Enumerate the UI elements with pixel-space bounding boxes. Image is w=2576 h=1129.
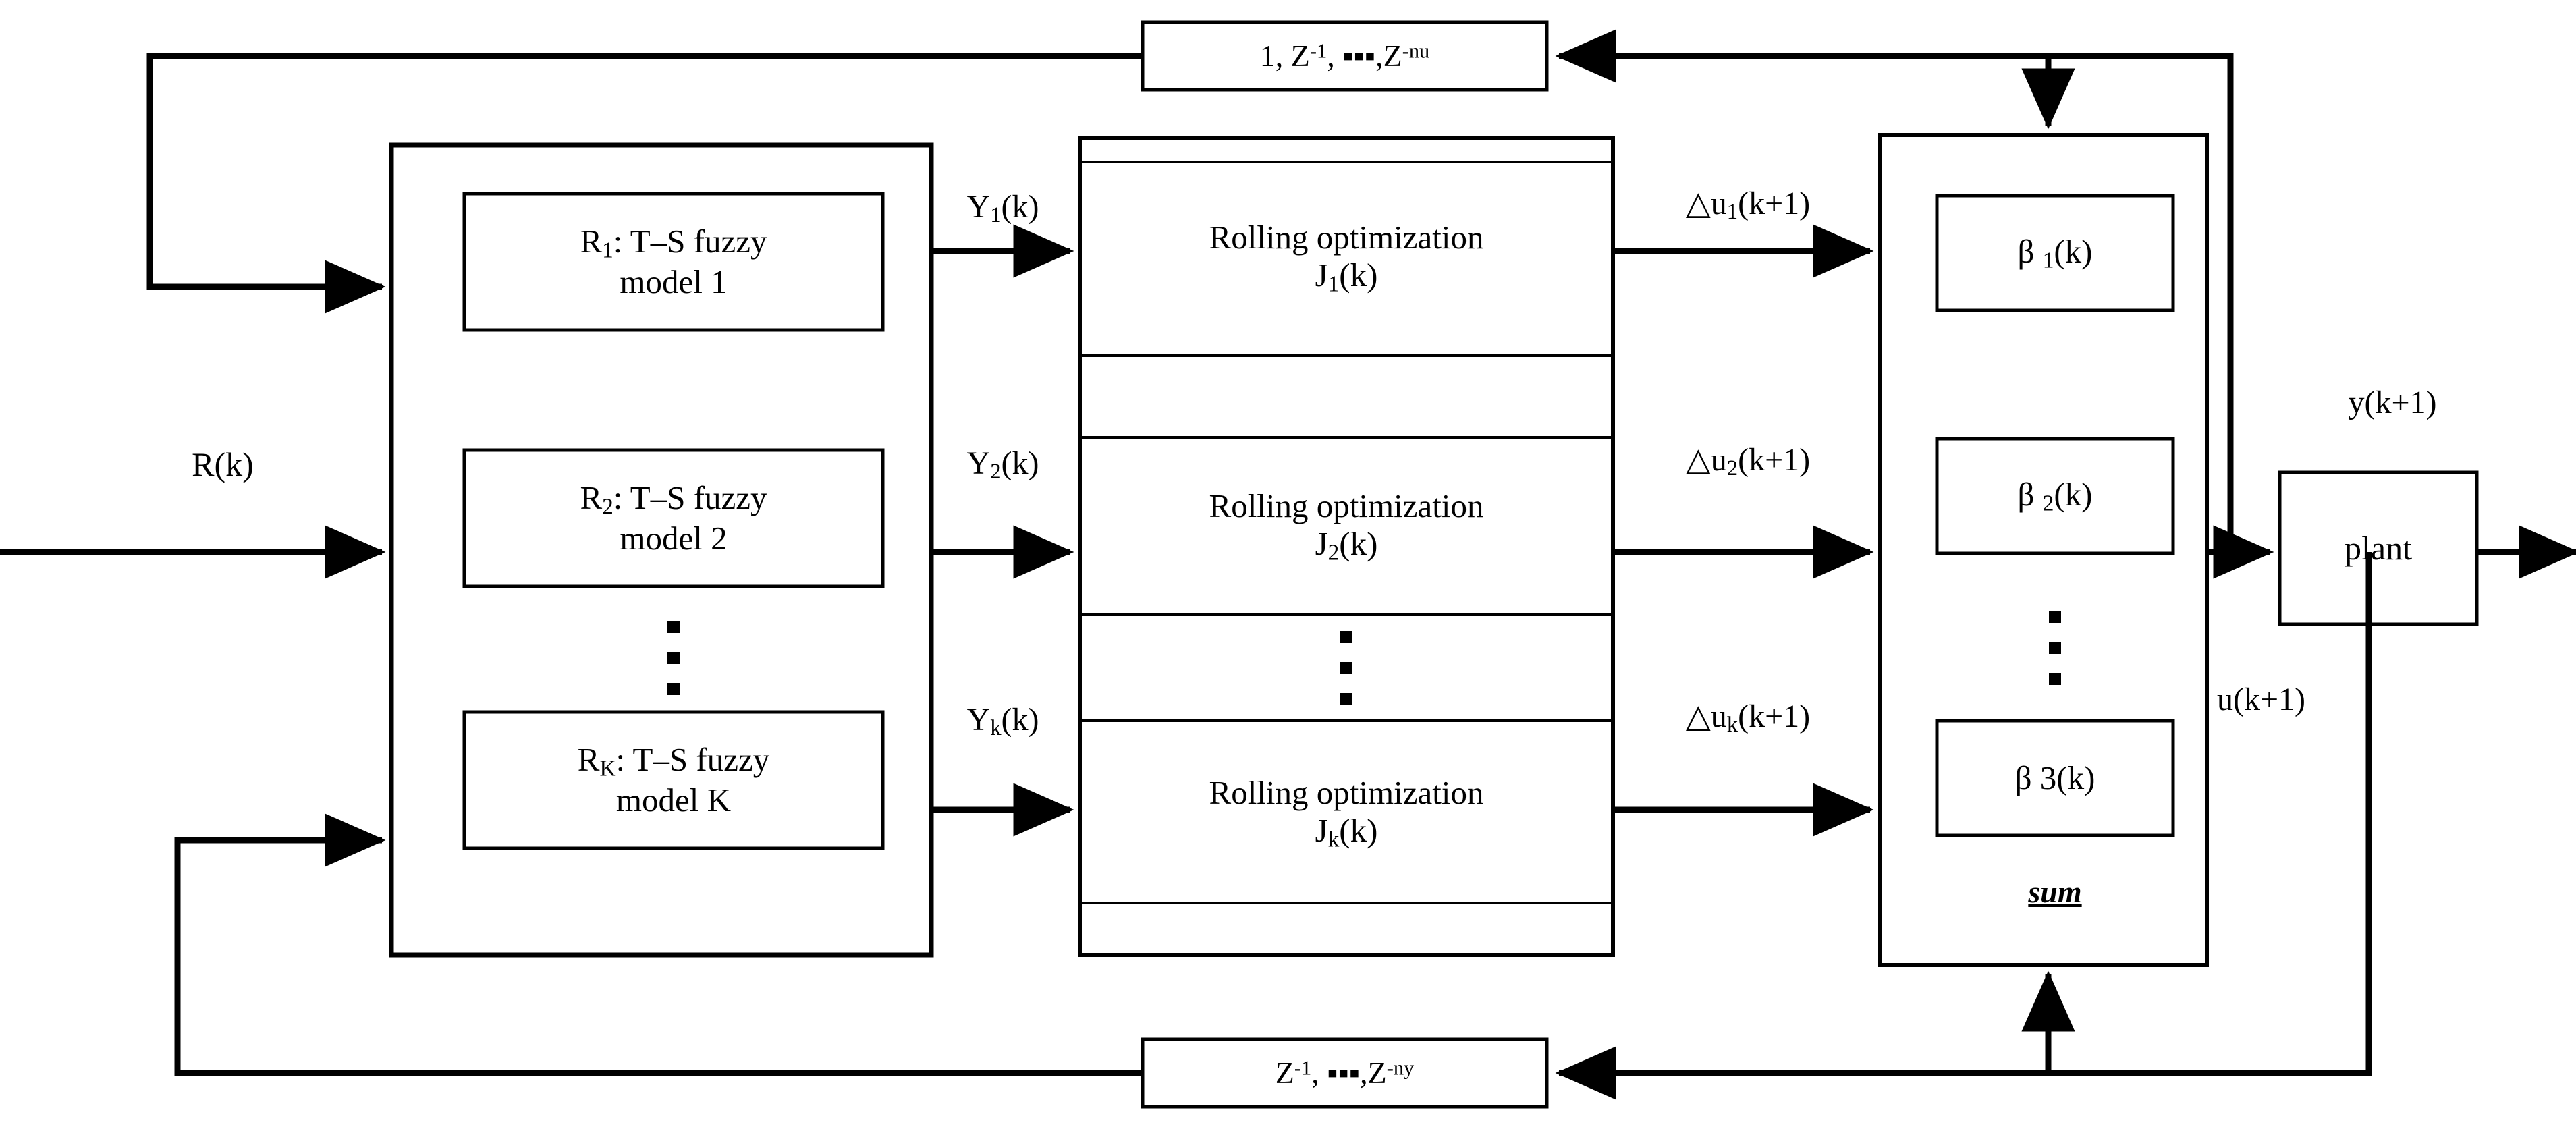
signal-label-plant-input: u(k+1) bbox=[2217, 682, 2306, 717]
beta-box-1-label: β 1(k) bbox=[2017, 232, 2093, 273]
bottom-delay-box-label: Z-1, ▪▪▪,Z-ny bbox=[1275, 1055, 1415, 1090]
beta-box-1-outline bbox=[1935, 194, 2175, 312]
signal-label-y2: Y2(k) bbox=[966, 445, 1039, 485]
plant-box-label: plant bbox=[2345, 529, 2412, 567]
bottom-feedback-right-wire bbox=[1555, 628, 2372, 1100]
signal-label-yk: Yk(k) bbox=[966, 702, 1039, 741]
top-feedback-right-wire bbox=[1555, 29, 2234, 563]
signal-label-du2: △u2(k+1) bbox=[1685, 442, 1811, 481]
model-box-2-outline bbox=[462, 448, 885, 588]
signal-label-y1: Y1(k) bbox=[966, 189, 1039, 228]
top-delay-box-label: 1, Z-1, ▪▪▪,Z-nu bbox=[1259, 38, 1430, 73]
signal-label-duk: △uk(k+1) bbox=[1685, 698, 1811, 738]
sum-label: sum bbox=[2028, 875, 2082, 909]
model-box-3-outline bbox=[462, 710, 885, 850]
beta-box-3-outline bbox=[1935, 719, 2175, 837]
beta-box-2-outline bbox=[1935, 437, 2175, 555]
signal-label-plant-output: y(k+1) bbox=[2348, 385, 2437, 420]
optimizer-bank-ellipsis-icon bbox=[1340, 631, 1352, 705]
reference-signal-label: R(k) bbox=[192, 445, 254, 483]
plant-box-outline bbox=[2278, 470, 2479, 626]
top-feedback-left-wire bbox=[146, 53, 1143, 314]
model-box-1-outline bbox=[462, 192, 885, 332]
weight-bank-ellipsis-icon bbox=[2049, 611, 2061, 685]
bottom-feedback-left-wire bbox=[174, 813, 1143, 1076]
beta-box-3-label: β 3(k) bbox=[2015, 759, 2095, 797]
optimizer-bank-outline bbox=[1078, 136, 1615, 957]
signal-label-du1: △u1(k+1) bbox=[1685, 186, 1811, 225]
beta-box-2-label: β 2(k) bbox=[2017, 475, 2093, 516]
model-bank-ellipsis-icon bbox=[667, 621, 680, 695]
